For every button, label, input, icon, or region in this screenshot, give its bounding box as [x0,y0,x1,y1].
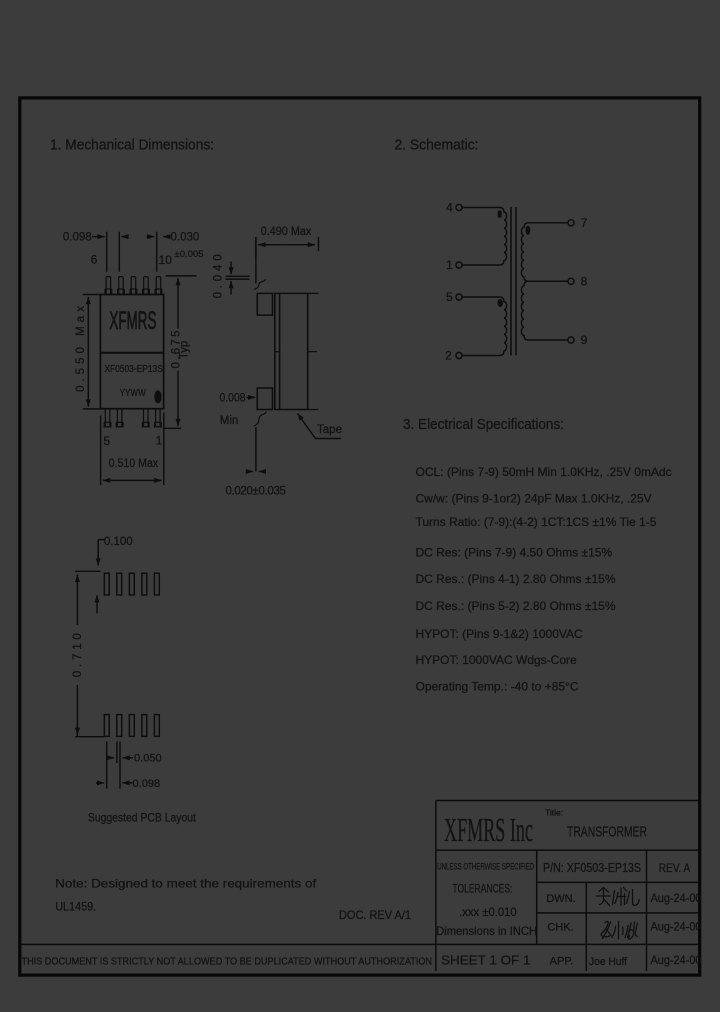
svg-text:UNLESS OTHERWISE SPECIFIED: UNLESS OTHERWISE SPECIFIED [437,862,534,873]
svg-text:2. Schematic:: 2. Schematic: [395,137,479,154]
svg-text:Aug-24-00: Aug-24-00 [651,922,702,934]
svg-text:0.020±0.035: 0.020±0.035 [225,485,286,497]
svg-text:Tape: Tape [317,424,342,436]
svg-text:0.040: 0.040 [212,254,224,298]
svg-text:DOC. REV A/1: DOC. REV A/1 [339,908,411,922]
svg-text:Dimensions in INCH: Dimensions in INCH [436,924,537,938]
svg-text:DC Res.: (Pins 5-2) 2.80 Ohms: DC Res.: (Pins 5-2) 2.80 Ohms ±15% [416,599,616,613]
svg-text:0.098: 0.098 [63,231,92,243]
svg-text:APP.: APP. [550,955,574,967]
svg-text:HYPOT: 1000VAC Wdgs-Core: HYPOT: 1000VAC Wdgs-Core [416,653,577,667]
svg-text:0.008: 0.008 [220,392,246,404]
svg-text:P/N: XF0503-EP13S: P/N: XF0503-EP13S [543,861,641,875]
svg-text:0.550 Max: 0.550 Max [75,306,87,392]
svg-text:1: 1 [446,258,453,272]
svg-text:Aug-24-00: Aug-24-00 [651,893,702,905]
svg-text:.xxx ±0.010: .xxx ±0.010 [459,905,517,919]
svg-text:DC Res.: (Pins 4-1) 2.80 Ohms: DC Res.: (Pins 4-1) 2.80 Ohms ±15% [416,572,616,586]
svg-text:Min: Min [220,415,239,427]
svg-text:DWN.: DWN. [546,893,575,905]
svg-text:0.710: 0.710 [72,633,84,677]
svg-text:9: 9 [581,333,588,347]
svg-text:Turns Ratio: (7-9):(4-2) 1CT:: Turns Ratio: (7-9):(4-2) 1CT:1CS ±1% Tie… [416,515,657,529]
svg-text:5: 5 [103,434,110,448]
svg-text:1. Mechanical Dimensions:: 1. Mechanical Dimensions: [50,137,214,154]
svg-text:Title:: Title: [545,808,563,818]
svg-text:XFMRS: XFMRS [109,307,156,335]
svg-text:6: 6 [91,253,98,267]
svg-text:Aug-24-00: Aug-24-00 [651,955,702,967]
svg-text:7: 7 [581,216,588,230]
svg-text:0.098: 0.098 [133,778,161,790]
svg-text:Note: Designed to meet the req: Note: Designed to meet the requirements … [55,876,317,890]
svg-text:XFMRS Inc: XFMRS Inc [444,812,533,849]
svg-text:3. Electrical Specifications:: 3. Electrical Specifications: [403,416,564,433]
svg-text:Joe Huff: Joe Huff [589,956,628,968]
svg-text:THIS DOCUMENT IS STRICTLY NOT: THIS DOCUMENT IS STRICTLY NOT ALLOWED TO… [22,956,433,968]
svg-text:0.510 Max: 0.510 Max [109,458,159,470]
svg-text:Typ: Typ [179,341,191,360]
svg-text:DC Res: (Pins 7-9) 4.50 Ohms ±: DC Res: (Pins 7-9) 4.50 Ohms ±15% [416,546,613,560]
svg-text:HYPOT: (Pins 9-1&2) 1000VAC: HYPOT: (Pins 9-1&2) 1000VAC [416,627,584,641]
svg-text:10: 10 [159,253,173,267]
svg-text:2: 2 [445,349,452,363]
svg-text:8: 8 [581,274,588,288]
svg-text:0.675: 0.675 [170,331,182,369]
svg-text:5: 5 [446,290,453,304]
svg-text:REV. A: REV. A [659,861,691,875]
svg-text:0.100: 0.100 [104,536,133,548]
svg-text:UL1459.: UL1459. [55,899,96,913]
svg-text:Suggested PCB Layout: Suggested PCB Layout [88,810,197,824]
svg-text:Operating Temp.: -40 to +85°C: Operating Temp.: -40 to +85°C [416,680,579,694]
svg-text:0.050: 0.050 [134,752,162,764]
svg-text:1: 1 [156,434,163,448]
svg-text:±0.005: ±0.005 [175,249,204,260]
svg-text:4: 4 [446,201,453,215]
svg-text:TRANSFORMER: TRANSFORMER [567,824,647,841]
svg-text:TOLERANCES:: TOLERANCES: [452,882,512,896]
svg-text:CHK.: CHK. [547,922,573,934]
svg-text:Cw/w: (Pins 9-1or2) 24pF Max 1: Cw/w: (Pins 9-1or2) 24pF Max 1.0KHz, .25… [416,491,652,505]
svg-text:OCL: (Pins 7-9) 50mH Min 1.0K: OCL: (Pins 7-9) 50mH Min 1.0KHz, .25V 0m… [416,465,672,479]
svg-text:XF0503-EP13S: XF0503-EP13S [104,363,163,375]
svg-text:0.490 Max: 0.490 Max [261,226,312,238]
svg-text:0.030: 0.030 [171,231,200,243]
svg-text:YYWW: YYWW [120,387,146,399]
svg-text:SHEET 1 OF 1: SHEET 1 OF 1 [441,954,531,968]
